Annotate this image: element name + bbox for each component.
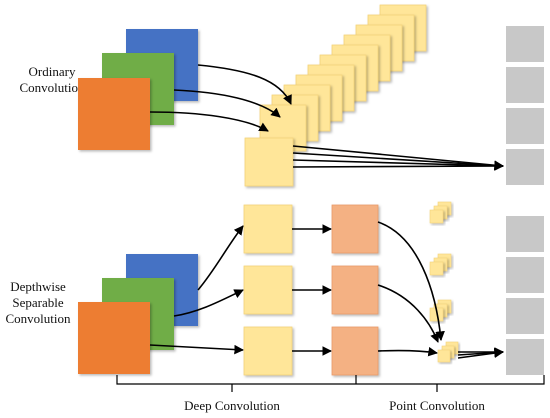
ordinary-label-line1: Ordinary [29, 64, 76, 79]
pointwise-kernel-stack [429, 299, 452, 322]
arrow-kernel-to-output-3 [292, 159, 504, 171]
ordinary-label: Ordinary Convolution [19, 64, 85, 95]
output-channel [506, 257, 544, 293]
depthwise-output-stack [506, 216, 544, 375]
arrow-green-to-kernel [173, 89, 281, 118]
arrow-blue-to-kernel [197, 225, 244, 291]
kernel-layer-front [244, 137, 294, 187]
output-channel [506, 339, 544, 375]
arrow-point-to-output-3 [457, 348, 504, 359]
ordinary-input-stack [78, 29, 198, 150]
depthwise-label-line2: Separable [12, 295, 63, 310]
point-convolution-label: Point Convolution [389, 398, 485, 413]
output-channel [506, 216, 544, 252]
depthwise-kernel [243, 204, 293, 254]
arrow-green-to-kernel [173, 289, 244, 317]
ordinary-output-stack [506, 26, 544, 185]
input-channel-orange [78, 302, 150, 374]
arrow-kernel-to-output-4 [292, 161, 504, 171]
depthwise-label-line1: Depthwise [10, 279, 66, 294]
output-channel [506, 149, 544, 185]
pointwise-kernel-stack-final [437, 341, 459, 363]
output-channel [506, 108, 544, 144]
arrow-orange-to-kernel [149, 344, 244, 355]
arrow-kernel-to-output-1 [292, 145, 504, 170]
ordinary-arrows [149, 64, 504, 171]
depthwise-kernel [243, 326, 293, 376]
depthwise-input-stack [78, 254, 198, 374]
arrow-orange-to-kernel [149, 111, 269, 132]
pointwise-kernel-stack [429, 253, 452, 276]
arrow-blue-to-kernel [197, 64, 292, 105]
ordinary-kernel-stack [244, 4, 427, 187]
deep-convolution-label: Deep Convolution [184, 398, 280, 413]
arrow-map-to-point-1 [377, 221, 445, 341]
depthwise-kernels [243, 204, 293, 376]
depthwise-label-line3: Convolution [5, 311, 71, 326]
output-channel [506, 26, 544, 62]
input-channel-orange [78, 78, 150, 150]
feature-map [331, 265, 379, 315]
arrow-map-to-point-3 [377, 346, 438, 357]
depthwise-label: Depthwise Separable Convolution [5, 279, 71, 326]
feature-map [331, 204, 379, 254]
output-channel [506, 298, 544, 334]
depthwise-kernel [243, 265, 293, 315]
output-channel [506, 67, 544, 103]
arrow-kernel-to-output-2 [292, 152, 504, 171]
arrow-map-to-point-2 [377, 284, 440, 343]
feature-map [331, 326, 379, 376]
pointwise-kernel-stack [429, 201, 452, 224]
depthwise-arrows [149, 221, 504, 359]
stage-bracket [116, 375, 545, 392]
depthwise-feature-maps [331, 204, 379, 376]
pointwise-kernels [429, 201, 459, 363]
ordinary-label-line2: Convolution [19, 80, 85, 95]
